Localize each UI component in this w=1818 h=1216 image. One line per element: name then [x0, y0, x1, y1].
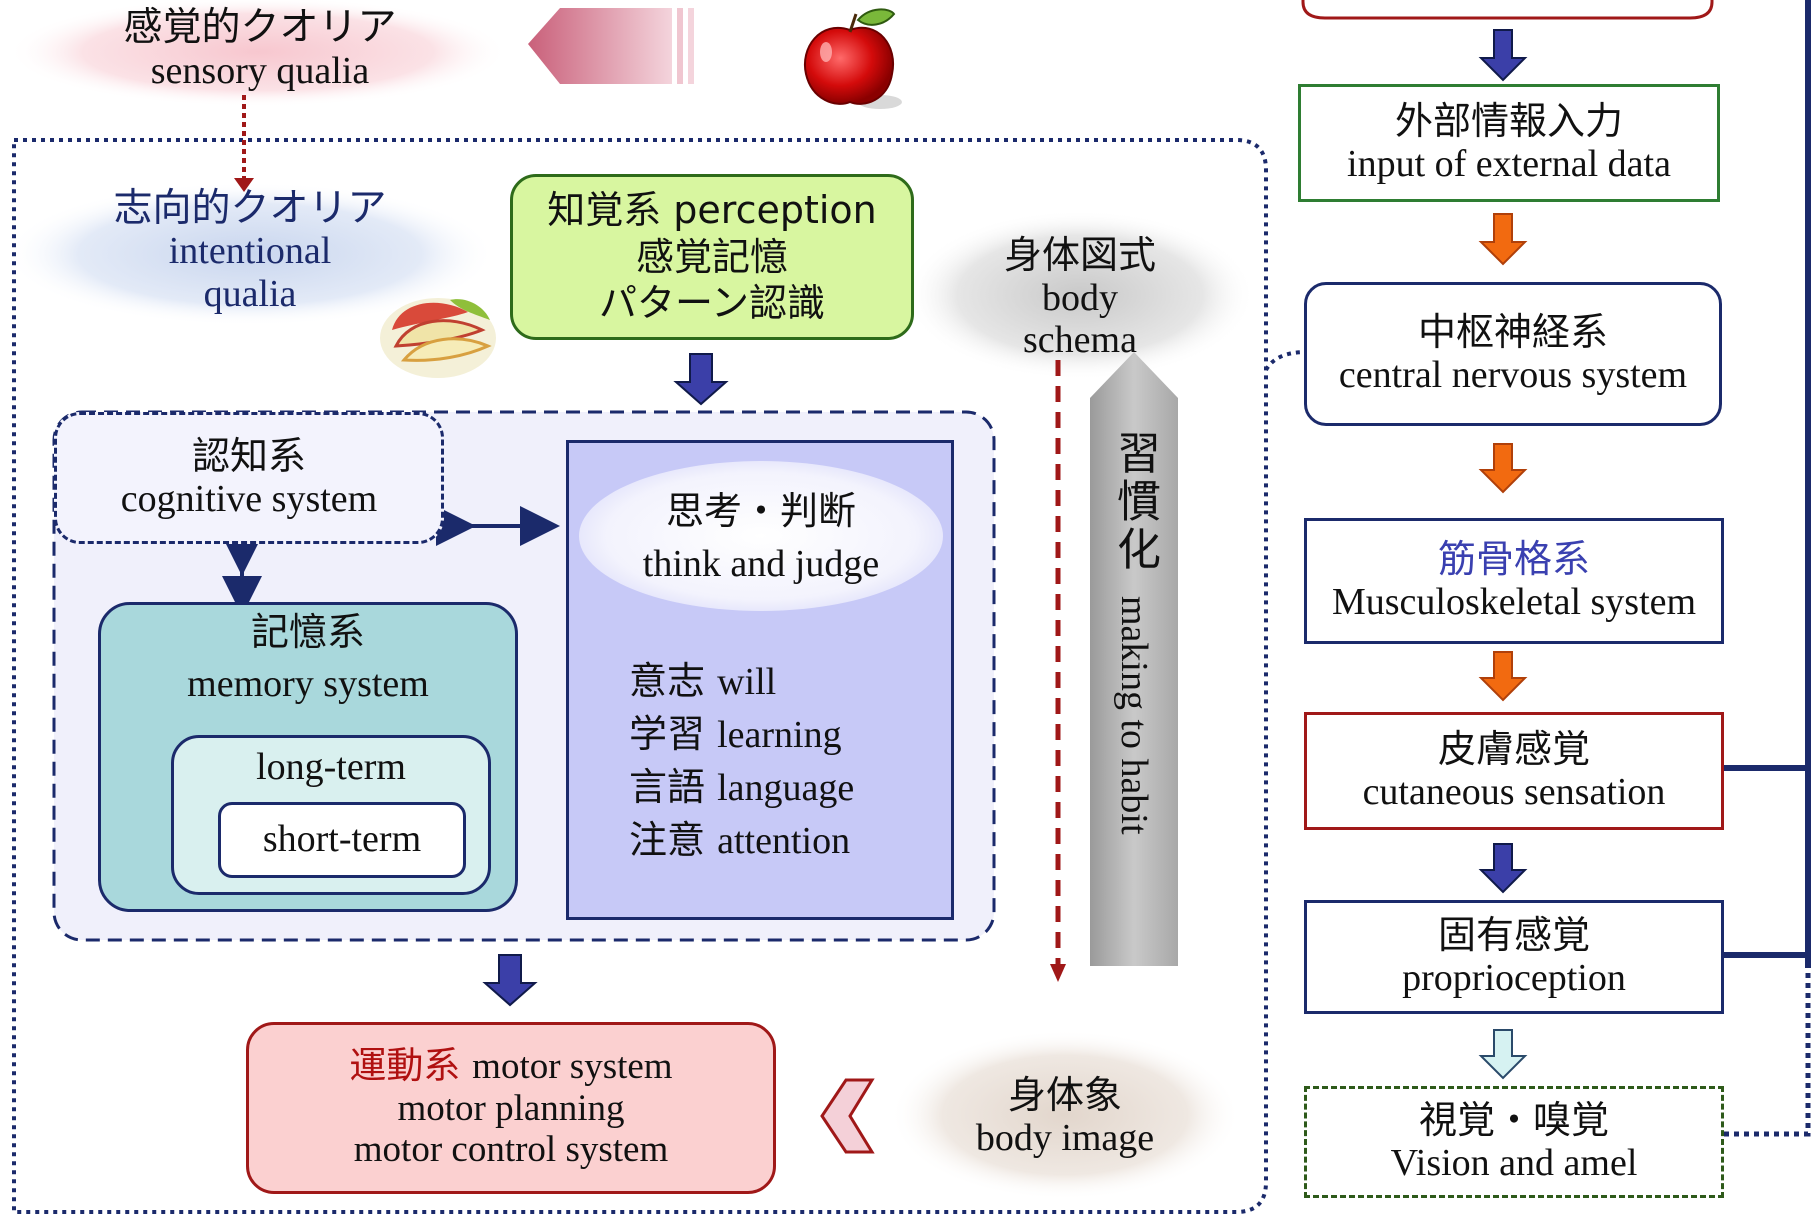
cognitive-system-box: 認知系 cognitive system — [54, 412, 444, 544]
habit-en: making to habit — [1113, 596, 1155, 835]
perception-line3: パターン認識 — [598, 281, 826, 326]
motor-line1-en: motor system — [472, 1046, 673, 1088]
sensory-qualia-en: sensory qualia — [150, 49, 370, 92]
flow-central-nervous-jp: 中枢神経系 — [1417, 310, 1608, 355]
motor-jp: 運動系 — [349, 1044, 461, 1088]
memory-system-box: 記憶系 memory system long-term short-term — [98, 602, 518, 912]
frame-to-cns-connector — [1264, 350, 1307, 372]
flow-arrow-2 — [1478, 213, 1528, 266]
perception-box: 知覚系 perception 感覚記憶 パターン認識 — [510, 174, 914, 340]
body-image-glow — [890, 1030, 1240, 1200]
sensory-qualia: 感覚的クオリア sensory qualia — [60, 4, 460, 94]
flow-musculoskeletal-jp: 筋骨格系 — [1437, 537, 1590, 582]
body-image-jp: 身体象 — [1007, 1073, 1122, 1118]
function-list: 意志 will 学習 learning 言語 language 注意 atten… — [629, 655, 854, 867]
function-item: 注意 attention — [629, 818, 851, 862]
motor-line3: motor control system — [353, 1129, 669, 1171]
flow-arrow-4 — [1478, 651, 1528, 702]
flow-cutaneous: 皮膚感覚 cutaneous sensation — [1304, 712, 1724, 830]
intentional-qualia-en2: qualia — [203, 272, 297, 315]
flow-musculoskeletal-en: Musculoskeletal system — [1331, 581, 1697, 623]
long-term-box: long-term short-term — [171, 735, 491, 895]
body-image: 身体象 body image — [930, 1062, 1200, 1172]
flow-external-input-en: input of external data — [1347, 143, 1671, 185]
think-en: think and judge — [642, 543, 880, 585]
flow-vision-smell: 視覚・嗅覚 Vision and amel — [1304, 1086, 1724, 1198]
intentional-qualia-glow — [5, 182, 495, 326]
flow-musculoskeletal: 筋骨格系 Musculoskeletal system — [1304, 518, 1724, 644]
think-glow — [579, 461, 943, 611]
top-partial-box — [1301, 0, 1714, 20]
cognitive-jp: 認知系 — [191, 434, 306, 479]
perception-line2: 感覚記憶 — [635, 234, 788, 279]
flow-arrow-5 — [1478, 843, 1528, 894]
function-item: 意志 will — [629, 659, 777, 703]
function-item: 言語 language — [629, 765, 855, 809]
flow-arrow-6 — [1478, 1029, 1528, 1080]
cognitive-en: cognitive system — [120, 478, 378, 520]
body-schema: 身体図式 body schema — [960, 228, 1200, 368]
feedback-line-vision — [1724, 968, 1811, 1137]
sensory-qualia-jp: 感覚的クオリア — [123, 4, 397, 50]
apple-slices-icon — [380, 298, 496, 378]
think-label: 思考・判断 think and judge — [589, 483, 933, 593]
motor-system-box: 運動系 motor system motor planning motor co… — [246, 1022, 776, 1194]
flow-proprioception: 固有感覚 proprioception — [1304, 900, 1724, 1014]
think-judge-box: 思考・判断 think and judge 意志 will 学習 learnin… — [566, 440, 954, 920]
body-image-en: body image — [975, 1117, 1155, 1159]
flow-proprioception-jp: 固有感覚 — [1437, 913, 1590, 958]
flow-central-nervous-en: central nervous system — [1338, 354, 1688, 396]
intentional-qualia-en1: intentional — [168, 230, 332, 273]
intentional-qualia: 志向的クオリア intentional qualia — [60, 186, 440, 316]
perception-down-arrow — [673, 353, 729, 406]
perception-line1: 知覚系 perception — [547, 188, 877, 233]
flow-vision-smell-en: Vision and amel — [1390, 1142, 1638, 1184]
flow-cutaneous-jp: 皮膚感覚 — [1437, 727, 1590, 772]
body-schema-en2: schema — [1023, 319, 1137, 362]
sensory-input-arrow — [528, 8, 694, 84]
outer-dotted-frame — [12, 138, 1268, 1214]
flow-proprioception-en: proprioception — [1402, 957, 1626, 999]
sensory-qualia-glow — [8, 0, 508, 107]
motor-line2: motor planning — [397, 1087, 625, 1129]
short-term-box: short-term — [218, 802, 466, 878]
flow-cutaneous-en: cutaneous sensation — [1362, 771, 1666, 813]
habit-jp: 習慣化 — [1109, 430, 1160, 574]
flow-external-input: 外部情報入力 input of external data — [1298, 84, 1720, 202]
memory-jp: 記憶系 — [250, 610, 365, 654]
flow-external-input-jp: 外部情報入力 — [1394, 99, 1623, 144]
flow-arrow-1 — [1478, 29, 1528, 82]
body-schema-jp: 身体図式 — [1003, 233, 1156, 278]
habit-arrow — [1090, 352, 1178, 966]
short-term-label: short-term — [262, 818, 422, 861]
intentional-qualia-jp: 志向的クオリア — [113, 185, 387, 231]
motor-line1: 運動系 motor system — [349, 1045, 672, 1087]
body-schema-glow — [905, 210, 1255, 380]
memory-en: memory system — [187, 662, 429, 705]
habit-label: 習慣化 making to habit — [1094, 430, 1174, 950]
body-schema-en1: body — [1042, 276, 1118, 319]
flow-central-nervous: 中枢神経系 central nervous system — [1304, 282, 1722, 426]
flow-arrow-3 — [1478, 443, 1528, 494]
cognition-to-motor-arrow — [482, 954, 538, 1007]
think-jp: 思考・判断 — [665, 489, 856, 534]
apple-icon — [803, 8, 902, 109]
long-term-label: long-term — [256, 746, 406, 788]
flow-vision-smell-jp: 視覚・嗅覚 — [1418, 1098, 1609, 1143]
function-item: 学習 learning — [629, 712, 842, 756]
body-image-arrow — [820, 1078, 875, 1154]
